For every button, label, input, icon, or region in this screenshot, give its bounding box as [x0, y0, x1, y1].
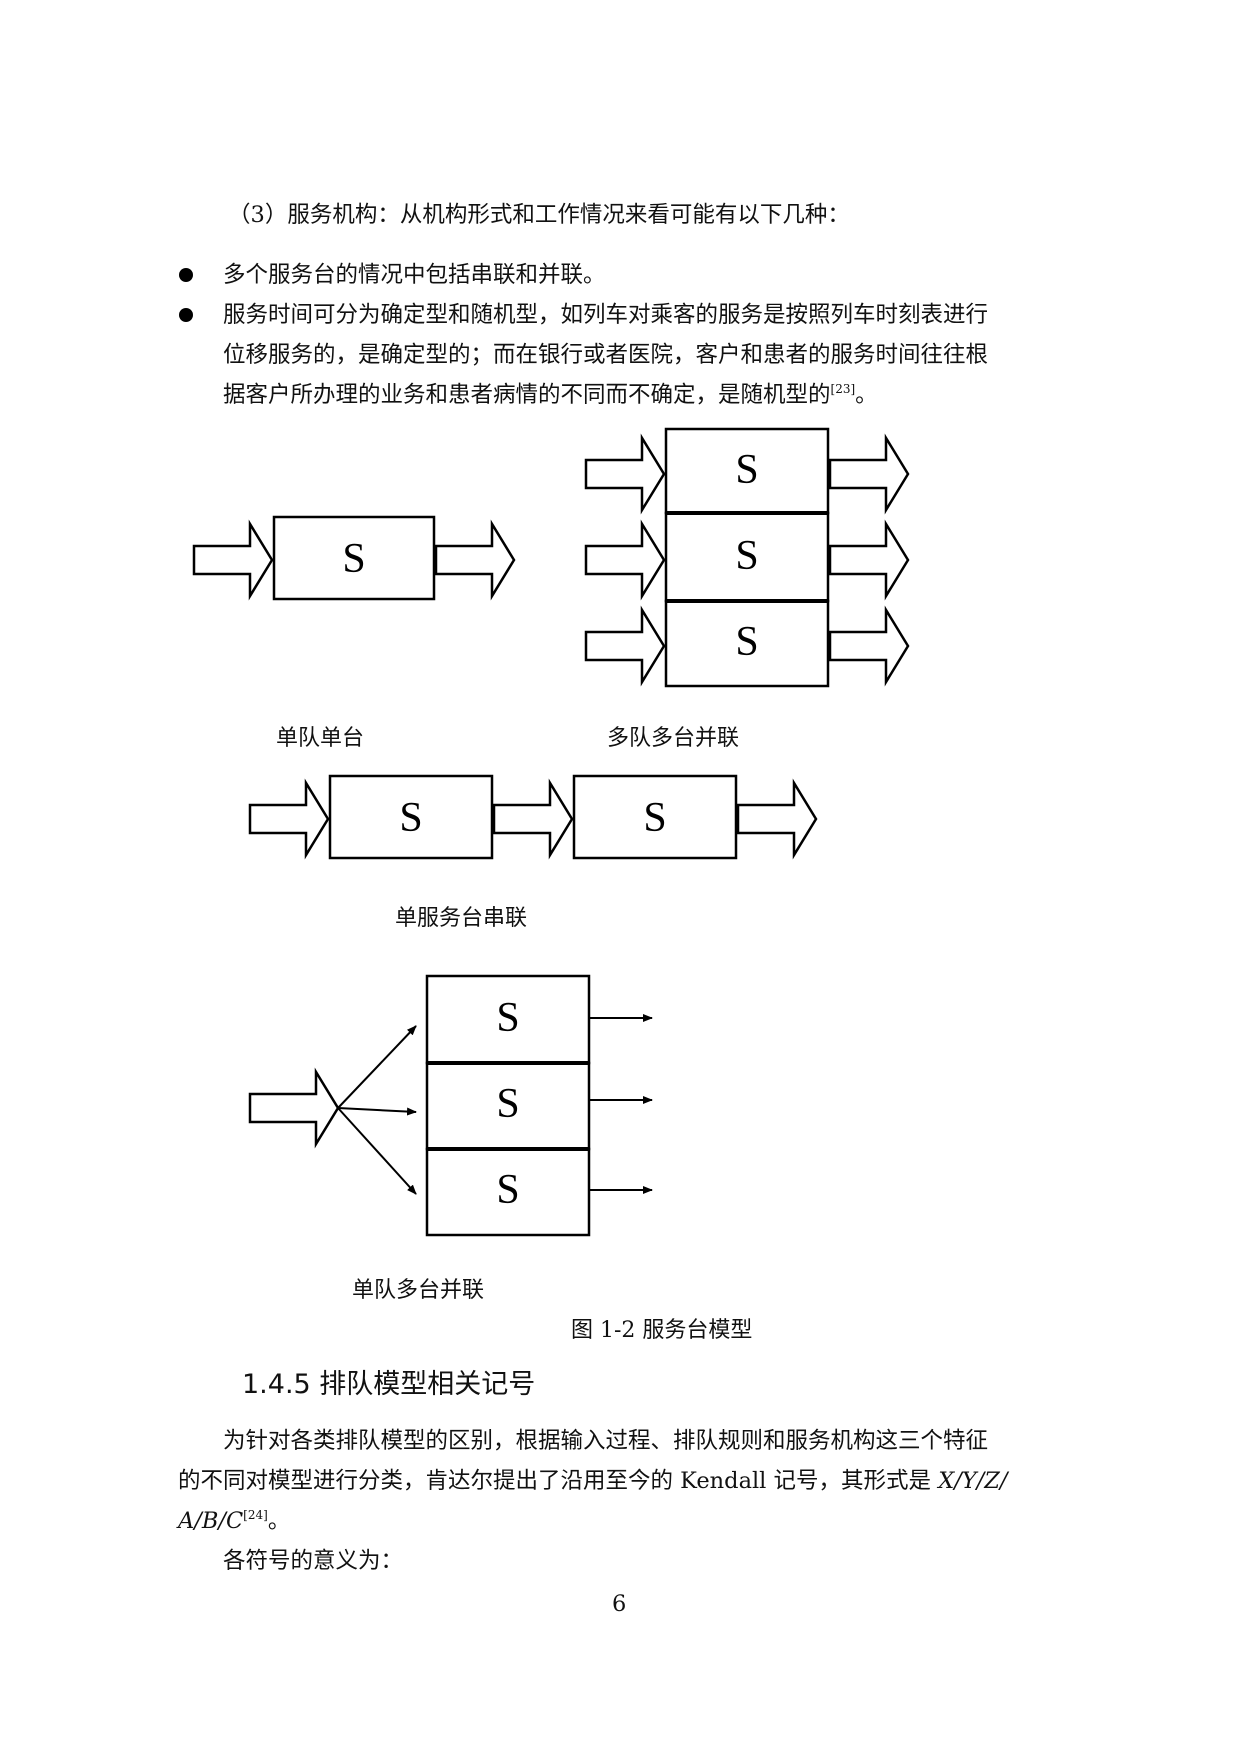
- server-box: [664, 427, 830, 515]
- server-label: S: [342, 536, 365, 582]
- paragraph-1-line-3-end: 。: [267, 1508, 291, 1534]
- bullet-2-line-2: 位移服务的，是确定型的；而在银行或者医院，客户和患者的服务时间往往根: [223, 342, 989, 368]
- hollow-arrow: [248, 1067, 340, 1149]
- bullet-dot: [179, 268, 193, 282]
- server-box: [425, 1147, 591, 1237]
- bullet-2-line-3-end: 。: [855, 382, 878, 408]
- single-server-series-diagram: S S: [248, 774, 818, 860]
- server-label: S: [496, 1081, 519, 1127]
- bullet-1-text: 多个服务台的情况中包括串联和并联。: [223, 262, 606, 288]
- bullet-2-line-3: 据客户所办理的业务和患者病情的不同而不确定，是随机型的[23]。: [223, 375, 878, 415]
- hollow-arrow: [828, 605, 910, 687]
- server-label: S: [735, 619, 758, 665]
- branch-arrow: [337, 1107, 417, 1116]
- hollow-arrow: [828, 433, 910, 515]
- kendall-notation-part-2: A/B/C: [178, 1508, 244, 1534]
- label-multi-queue-multi-parallel: 多队多台并联: [607, 726, 740, 751]
- server-label: S: [643, 795, 666, 841]
- branch-arrow: [337, 1025, 417, 1109]
- paragraph-1-line-2-text: 的不同对模型进行分类，肯达尔提出了沿用至今的 Kendall 记号，其形式是: [178, 1468, 939, 1494]
- paragraph-1-line-3: A/B/C[24]。: [178, 1501, 290, 1541]
- citation-24: [24]: [243, 1508, 268, 1522]
- citation-23: [23]: [830, 382, 856, 396]
- hollow-arrow: [434, 519, 516, 601]
- paragraph-1-line-1: 为针对各类排队模型的区别，根据输入过程、排队规则和服务机构这三个特征: [223, 1428, 989, 1454]
- server-label: S: [735, 447, 758, 493]
- bullet-2-line-1: 服务时间可分为确定型和随机型，如列车对乘客的服务是按照列车时刻表进行: [223, 302, 989, 328]
- bullet-2-line-3-text: 据客户所办理的业务和患者病情的不同而不确定，是随机型的: [223, 382, 831, 408]
- server-box: [328, 774, 494, 860]
- label-single-server-series: 单服务台串联: [395, 906, 528, 931]
- hollow-arrow: [584, 519, 666, 601]
- bullet-dot: [179, 308, 193, 322]
- intro-line: （3）服务机构：从机构形式和工作情况来看可能有以下几种：: [228, 202, 850, 228]
- page-number: 6: [612, 1591, 627, 1617]
- single-queue-multi-parallel-diagram: S S S: [248, 974, 653, 1237]
- hollow-arrow: [492, 778, 574, 860]
- hollow-arrow: [584, 605, 666, 687]
- server-box: [572, 774, 738, 860]
- branch-arrow: [337, 1107, 417, 1195]
- server-box: [664, 599, 830, 688]
- hollow-arrow: [828, 519, 910, 601]
- server-box: [272, 515, 436, 601]
- paragraph-2: 各符号的意义为：: [223, 1548, 404, 1574]
- hollow-arrow: [584, 433, 666, 515]
- figure-caption: 图 1-2 服务台模型: [571, 1318, 753, 1343]
- hollow-arrow: [248, 778, 330, 860]
- section-heading: 1.4.5 排队模型相关记号: [242, 1369, 536, 1400]
- kendall-notation-part-1: X/Y/Z/: [938, 1468, 1008, 1494]
- label-single-queue-multi-parallel: 单队多台并联: [352, 1278, 485, 1303]
- server-label: S: [735, 533, 758, 579]
- server-box: [425, 974, 591, 1065]
- server-label: S: [496, 995, 519, 1041]
- label-single-queue-single-server: 单队单台: [276, 726, 365, 751]
- hollow-arrow: [192, 519, 274, 601]
- multi-queue-multi-parallel-diagram: S S S: [584, 427, 910, 688]
- server-label: S: [496, 1167, 519, 1213]
- hollow-arrow: [736, 778, 818, 860]
- server-label: S: [399, 795, 422, 841]
- paragraph-1-line-2: 的不同对模型进行分类，肯达尔提出了沿用至今的 Kendall 记号，其形式是 X…: [178, 1461, 1007, 1501]
- single-queue-single-server-diagram: S: [192, 515, 516, 601]
